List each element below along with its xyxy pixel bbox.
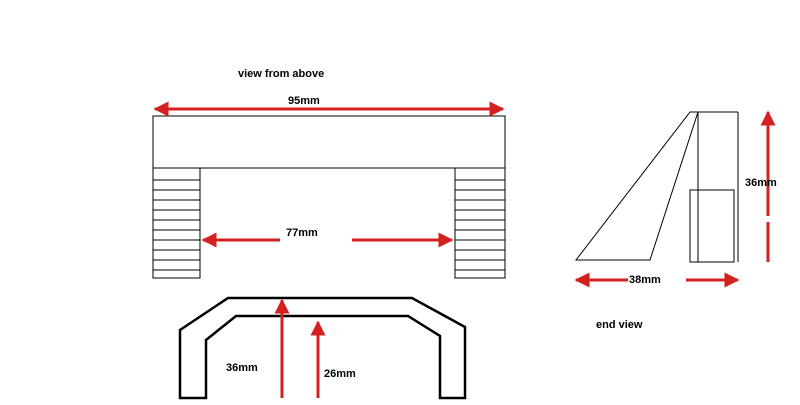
- end-height-label: 36mm: [745, 177, 777, 189]
- front-profile-dimensions: [274, 298, 326, 398]
- top-view-bar: [152, 115, 506, 169]
- end-view-slant: [574, 111, 699, 261]
- outer-height-label: 36mm: [226, 362, 258, 374]
- top-view: [152, 115, 506, 279]
- top-view-dimensions: [153, 101, 505, 248]
- top-view-title: view from above: [238, 68, 325, 80]
- inner-width-label: 77mm: [286, 227, 318, 239]
- end-depth-label: 38mm: [629, 274, 661, 286]
- front-profile-outer: [178, 296, 467, 400]
- inner-height-label: 26mm: [324, 368, 356, 380]
- end-view-dimensions: [574, 110, 776, 288]
- top-view-right-leg: [454, 167, 506, 279]
- end-view-leg: [689, 189, 735, 263]
- front-profile: [178, 296, 467, 400]
- end-view-title: end view: [596, 319, 643, 331]
- total-width-label: 95mm: [288, 95, 320, 107]
- top-view-left-leg: [152, 167, 201, 279]
- end-view: [574, 111, 739, 263]
